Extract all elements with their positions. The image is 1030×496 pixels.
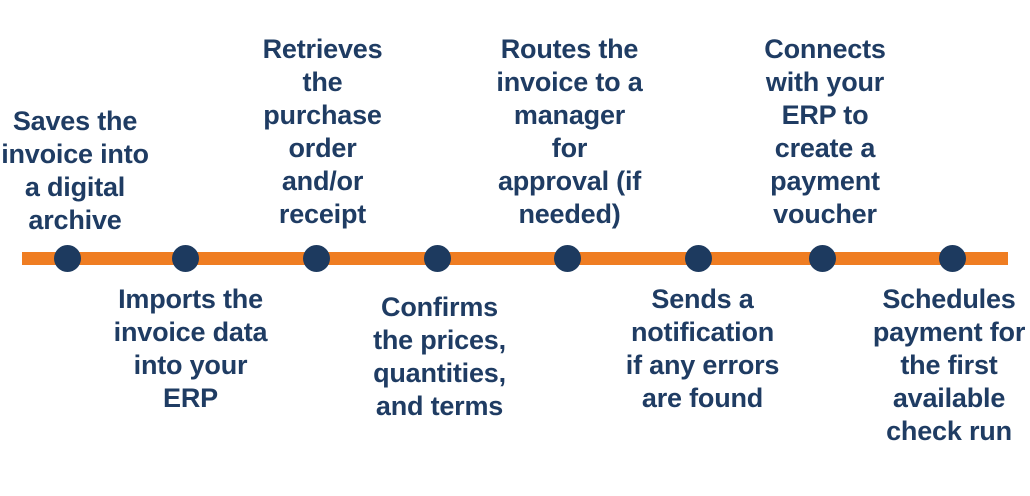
timeline-dot-2[interactable]: [172, 245, 199, 272]
timeline-dot-7[interactable]: [809, 245, 836, 272]
timeline-dot-5[interactable]: [554, 245, 581, 272]
timeline-rail: [22, 252, 1008, 265]
step-label-5: Routes the invoice to a manager for appr…: [496, 34, 643, 229]
step-label-2: Imports the invoice data into your ERP: [113, 284, 268, 413]
timeline-dot-4[interactable]: [424, 245, 451, 272]
timeline-dot-8[interactable]: [939, 245, 966, 272]
step-label-3: Retrieves the purchase order and/or rece…: [262, 34, 383, 229]
timeline-dot-6[interactable]: [685, 245, 712, 272]
step-label-1: Saves the invoice into a digital archive: [1, 106, 149, 235]
timeline-dot-1[interactable]: [54, 245, 81, 272]
step-label-4: Confirms the prices, quantities, and ter…: [373, 292, 506, 421]
timeline-dot-3[interactable]: [303, 245, 330, 272]
step-label-6: Sends a notification if any errors are f…: [625, 284, 780, 413]
step-label-8: Schedules payment for the first availabl…: [872, 284, 1026, 446]
step-label-7: Connects with your ERP to create a payme…: [764, 34, 886, 229]
